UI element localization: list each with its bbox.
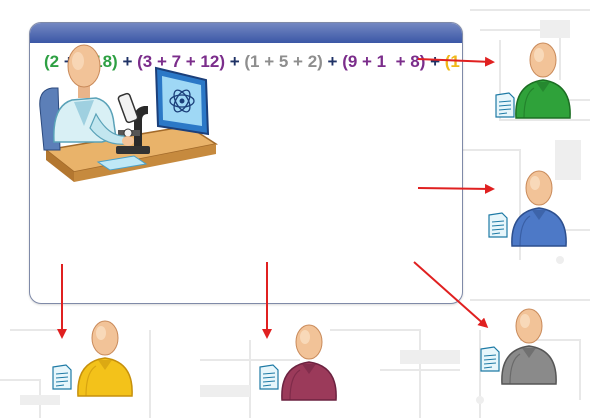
panel-header: [30, 23, 462, 43]
document-icon: [495, 92, 515, 118]
document-icon: [259, 364, 279, 390]
person-icon: [511, 170, 567, 247]
person-icon: [515, 42, 571, 119]
person-icon: [77, 320, 133, 397]
expression-token: +: [425, 52, 445, 71]
expression-token: (2: [44, 52, 60, 71]
expression-token: (9: [342, 52, 358, 71]
scientist-microscope-icon: [39, 44, 218, 182]
person-icon: [281, 324, 337, 401]
document-icon: [52, 364, 72, 390]
expression-token: 2 + 3): [460, 52, 462, 71]
expression-token: (1: [444, 52, 460, 71]
document-icon: [480, 346, 500, 372]
expression-token: (1 + 5 + 2): [244, 52, 323, 71]
expression-token: (3 + 7 + 12): [137, 52, 225, 71]
expression-token: + 8): [386, 52, 426, 71]
expression-token: + 1: [357, 52, 387, 71]
expression-token: +: [322, 52, 343, 71]
document-icon: [488, 212, 508, 238]
person-icon: [501, 308, 557, 385]
expression-token: +: [117, 52, 138, 71]
expression-token: +: [225, 52, 245, 71]
